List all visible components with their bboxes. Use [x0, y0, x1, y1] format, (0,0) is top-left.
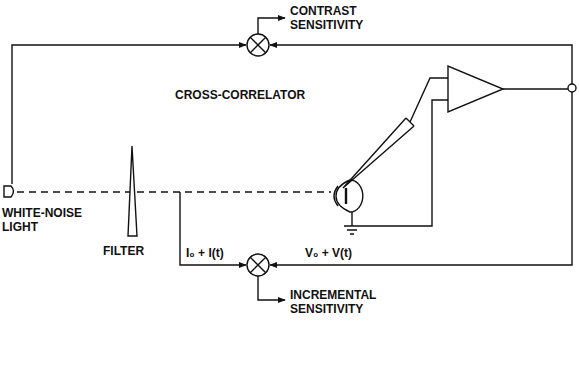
output-arrow: [258, 18, 285, 34]
eye: [336, 180, 363, 212]
output-terminal: [568, 84, 576, 92]
output-arrow: [258, 276, 285, 300]
response-wire: [270, 92, 572, 265]
light-beam: [17, 191, 331, 192]
eye-cornea: [334, 186, 338, 206]
reference-wire: [12, 45, 246, 184]
component-label: FILTER: [103, 244, 163, 258]
correlator-cross: [250, 257, 266, 273]
source-label: WHITE-NOISE LIGHT: [2, 206, 87, 234]
component-label: CROSS-CORRELATOR: [175, 88, 315, 102]
wedge-filter: [128, 146, 137, 236]
ground-symbol: [344, 212, 360, 234]
amplifier-symbol: [448, 66, 503, 112]
output-label: INCREMENTAL SENSITIVITY: [290, 288, 395, 316]
output-label: CONTRAST SENSITIVITY: [290, 4, 385, 32]
signal-label: V₀ + V(t): [305, 246, 395, 260]
ground-wire: [360, 100, 448, 226]
signal-label: I₀ + I(t): [186, 246, 248, 260]
correlator-symbol: [247, 34, 269, 56]
correlator-cross: [250, 37, 266, 53]
electrode: [343, 118, 414, 188]
light-source: [4, 186, 14, 197]
correlator-symbol: [247, 254, 269, 276]
amplifier-output: [503, 88, 568, 89]
response-wire: [270, 45, 572, 84]
eye-lens: [345, 188, 347, 204]
